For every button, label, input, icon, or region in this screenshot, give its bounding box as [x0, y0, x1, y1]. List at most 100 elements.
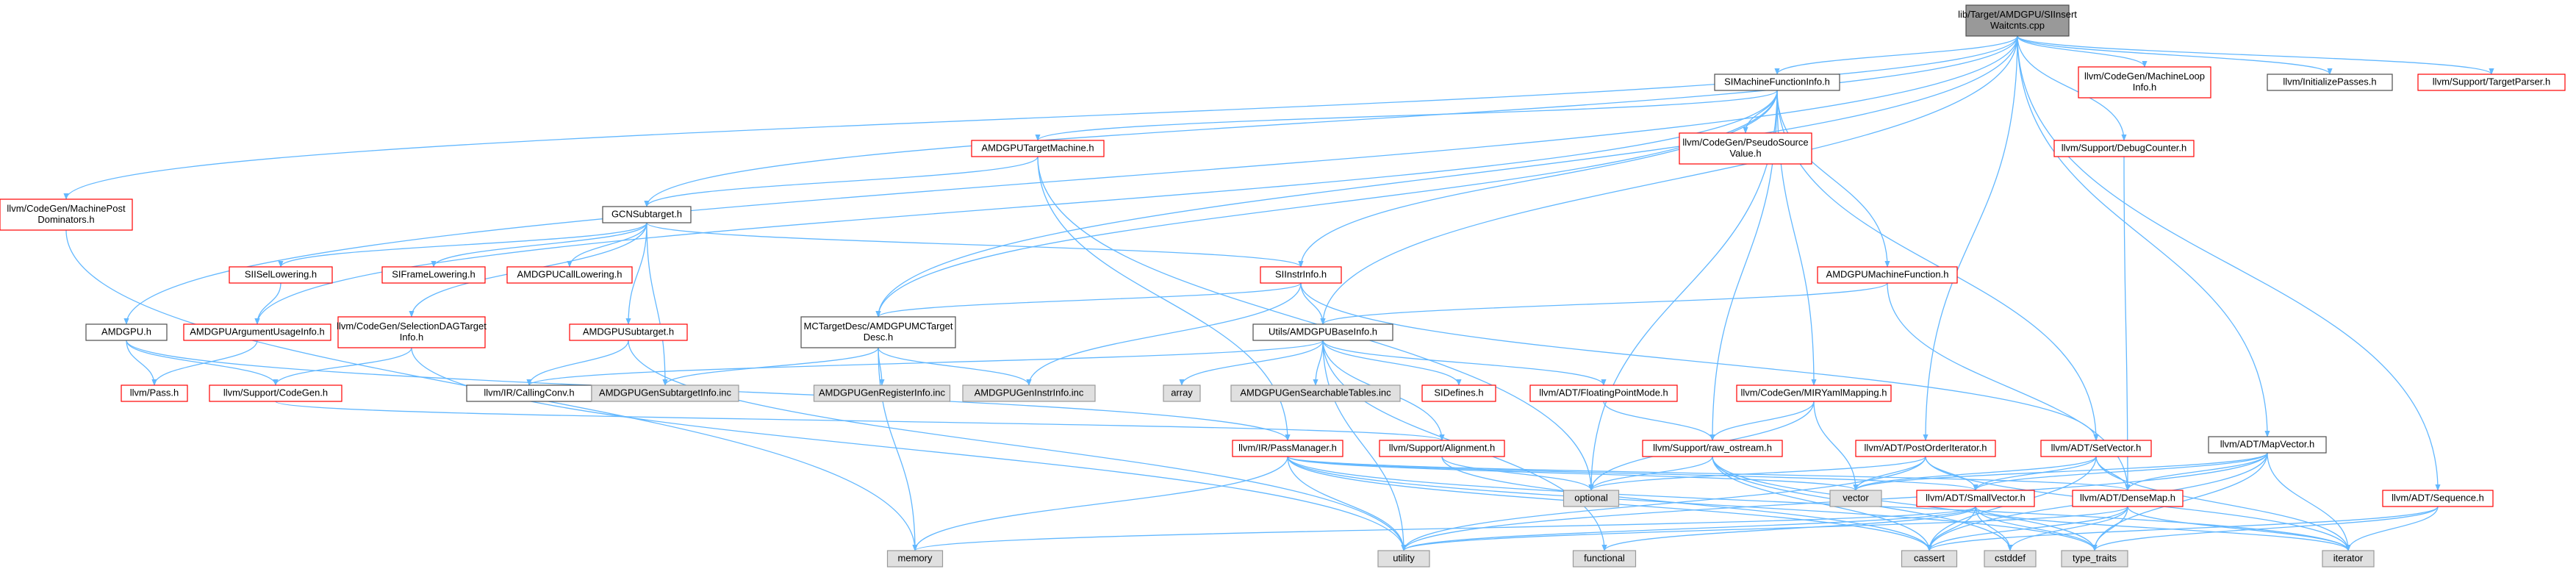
node-llvm-support-codegen-h[interactable]: llvm/Support/CodeGen.h — [209, 384, 342, 402]
node-llvm-adt-smallvector-h[interactable]: llvm/ADT/SmallVector.h — [1916, 490, 2035, 507]
node-box — [1563, 490, 1620, 507]
node-llvm-support-targetparser-h[interactable]: llvm/Support/TargetParser.h — [2417, 74, 2566, 91]
node-array[interactable]: array — [1163, 384, 1201, 402]
node-amdgpuargumentusageinfo-h[interactable]: AMDGPUArgumentUsageInfo.h — [183, 323, 331, 341]
node-label: optional — [1574, 492, 1608, 503]
node-llvm-support-debugcounter-h[interactable]: llvm/Support/DebugCounter.h — [2053, 140, 2195, 157]
node-amdgpumachinefunction-h[interactable]: AMDGPUMachineFunction.h — [1817, 266, 1958, 284]
node-memory[interactable]: memory — [886, 550, 944, 568]
node-siframelowering-h[interactable]: SIFrameLowering.h — [381, 266, 486, 284]
edge-mirmap-to-rawos — [1709, 401, 1815, 441]
edge-root-to-mpdom — [63, 35, 2018, 200]
edge-sequence-to-cassert — [1926, 506, 2439, 551]
node-llvm-adt-mapvector-h[interactable]: llvm/ADT/MapVector.h — [2208, 436, 2327, 454]
node-box — [1230, 384, 1401, 402]
node-box — [85, 323, 168, 341]
node-label: AMDGPUGenSearchableTables.inc — [1240, 387, 1391, 398]
node-llvm-support-raw-ostream-h[interactable]: llvm/Support/raw_ostream.h — [1642, 440, 1783, 457]
edge-amdgpust-to-utility — [628, 340, 1407, 551]
edge-simfi-to-amdgpumf — [1776, 90, 1890, 268]
node-amdgpucalllowering-h[interactable]: AMDGPUCallLowering.h — [506, 266, 633, 284]
node-label: SIDefines.h — [1434, 387, 1483, 398]
node-label: Value.h — [1729, 148, 1761, 159]
node-box — [1714, 74, 1840, 91]
edge-densemap-to-cstddef — [2007, 506, 2128, 551]
node-label: llvm/InitializePasses.h — [2283, 76, 2376, 87]
node-box — [1855, 440, 1996, 457]
node-label: MCTargetDesc/AMDGPUMCTarget — [804, 321, 953, 332]
node-vector[interactable]: vector — [1829, 490, 1882, 507]
node-siinstrinfo-h[interactable]: SIInstrInfo.h — [1260, 266, 1342, 284]
edge-amdgpuh-to-pass — [126, 340, 157, 386]
edge-root-to-dbgcounter — [2017, 35, 2127, 141]
node-iterator[interactable]: iterator — [2322, 550, 2375, 568]
node-box — [1736, 384, 1892, 402]
node-llvm-support-alignment-h[interactable]: llvm/Support/Alignment.h — [1379, 440, 1505, 457]
edge-setvec-to-vector — [1853, 456, 2097, 491]
node-llvm-adt-densemap-h[interactable]: llvm/ADT/DenseMap.h — [2072, 490, 2184, 507]
node-llvm-codegen-miryamlmapping-h[interactable]: llvm/CodeGen/MIRYamlMapping.h — [1736, 384, 1892, 402]
node-amdgpu-h[interactable]: AMDGPU.h — [85, 323, 168, 341]
node-simachinefunctioninfo-h[interactable]: SIMachineFunctionInfo.h — [1714, 74, 1840, 91]
edge-gcnst-to-amdgpust — [625, 222, 647, 325]
edge-fpmode-to-rawos — [1603, 401, 1715, 441]
node-label: llvm/CodeGen/MachinePost — [7, 203, 126, 214]
node-box — [0, 198, 133, 231]
edge-rawos-to-typetraits — [1712, 456, 2098, 551]
node-llvm-ir-passmanager-h[interactable]: llvm/IR/PassManager.h — [1232, 440, 1343, 457]
edge-siinstr-to-geninstr — [1026, 282, 1302, 386]
node-label: llvm/CodeGen/MachineLoop — [2084, 71, 2205, 82]
edge-mctd-to-memory — [878, 347, 918, 551]
node-llvm-initializepasses-h[interactable]: llvm/InitializePasses.h — [2267, 74, 2393, 91]
edge-simfi-to-psv — [1743, 90, 1778, 134]
edge-dbgcounter-to-densemap — [2123, 156, 2131, 491]
node-box — [569, 323, 688, 341]
edge-passmgr-to-smallvec — [1287, 456, 1978, 491]
node-llvm-pass-h[interactable]: llvm/Pass.h — [121, 384, 188, 402]
edge-passmgr-to-densemap — [1287, 456, 2131, 491]
node-label: llvm/ADT/FloatingPointMode.h — [1539, 387, 1668, 398]
node-llvm-ir-callingconv-h[interactable]: llvm/IR/CallingConv.h — [466, 384, 592, 402]
node-label: llvm/Support/raw_ostream.h — [1653, 442, 1772, 453]
node-siisellowering-h[interactable]: SIISelLowering.h — [229, 266, 333, 284]
node-cstddef[interactable]: cstddef — [1984, 550, 2037, 568]
node-amdgpugenregisterinfo-inc[interactable]: AMDGPUGenRegisterInfo.inc — [813, 384, 951, 402]
node-cassert[interactable]: cassert — [1901, 550, 1958, 568]
node-llvm-adt-postorderiterator-h[interactable]: llvm/ADT/PostOrderIterator.h — [1855, 440, 1996, 457]
node-llvm-adt-sequence-h[interactable]: llvm/ADT/Sequence.h — [2382, 490, 2494, 507]
node-utils-amdgpubaseinfo-h[interactable]: Utils/AMDGPUBaseInfo.h — [1252, 323, 1393, 341]
node-label: llvm/IR/PassManager.h — [1238, 442, 1337, 453]
node-functional[interactable]: functional — [1572, 550, 1637, 568]
edge-siinstr-to-baseinfo — [1300, 282, 1326, 325]
node-label: Dominators.h — [37, 214, 94, 225]
edge-siisel-to-amdgpuarg — [254, 282, 281, 325]
node-amdgpugensearchabletables-inc[interactable]: AMDGPUGenSearchableTables.inc — [1230, 384, 1401, 402]
node-label: llvm/ADT/SmallVector.h — [1926, 492, 2026, 503]
node-box — [183, 323, 331, 341]
node-amdgputargetmachine-h[interactable]: AMDGPUTargetMachine.h — [971, 140, 1105, 157]
node-label: AMDGPUCallLowering.h — [517, 268, 622, 279]
node-utility[interactable]: utility — [1377, 550, 1430, 568]
node-gcnsubtarget-h[interactable]: GCNSubtarget.h — [602, 206, 692, 223]
edge-densemap-to-cassert — [1926, 506, 2128, 551]
node-amdgpugeninstrinfo-inc[interactable]: AMDGPUGenInstrInfo.inc — [962, 384, 1096, 402]
node-label: functional — [1584, 552, 1625, 563]
node-optional[interactable]: optional — [1563, 490, 1620, 507]
node-label: Info.h — [2133, 82, 2157, 93]
edge-gcnst-to-siinstr — [646, 222, 1304, 268]
edge-baseinfo-to-array — [1179, 340, 1324, 386]
node-llvm-adt-setvector-h[interactable]: llvm/ADT/SetVector.h — [2040, 440, 2152, 457]
node-amdgpusubtarget-h[interactable]: AMDGPUSubtarget.h — [569, 323, 688, 341]
node-sidefines-h[interactable]: SIDefines.h — [1421, 384, 1496, 402]
node-amdgpugensubtargetinfo-inc[interactable]: AMDGPUGenSubtargetInfo.inc — [591, 384, 739, 402]
node-label: Desc.h — [864, 332, 893, 343]
node-llvm-adt-floatingpointmode-h[interactable]: llvm/ADT/FloatingPointMode.h — [1529, 384, 1678, 402]
node-label: AMDGPUSubtarget.h — [583, 326, 674, 337]
node-type-traits[interactable]: type_traits — [2061, 550, 2128, 568]
